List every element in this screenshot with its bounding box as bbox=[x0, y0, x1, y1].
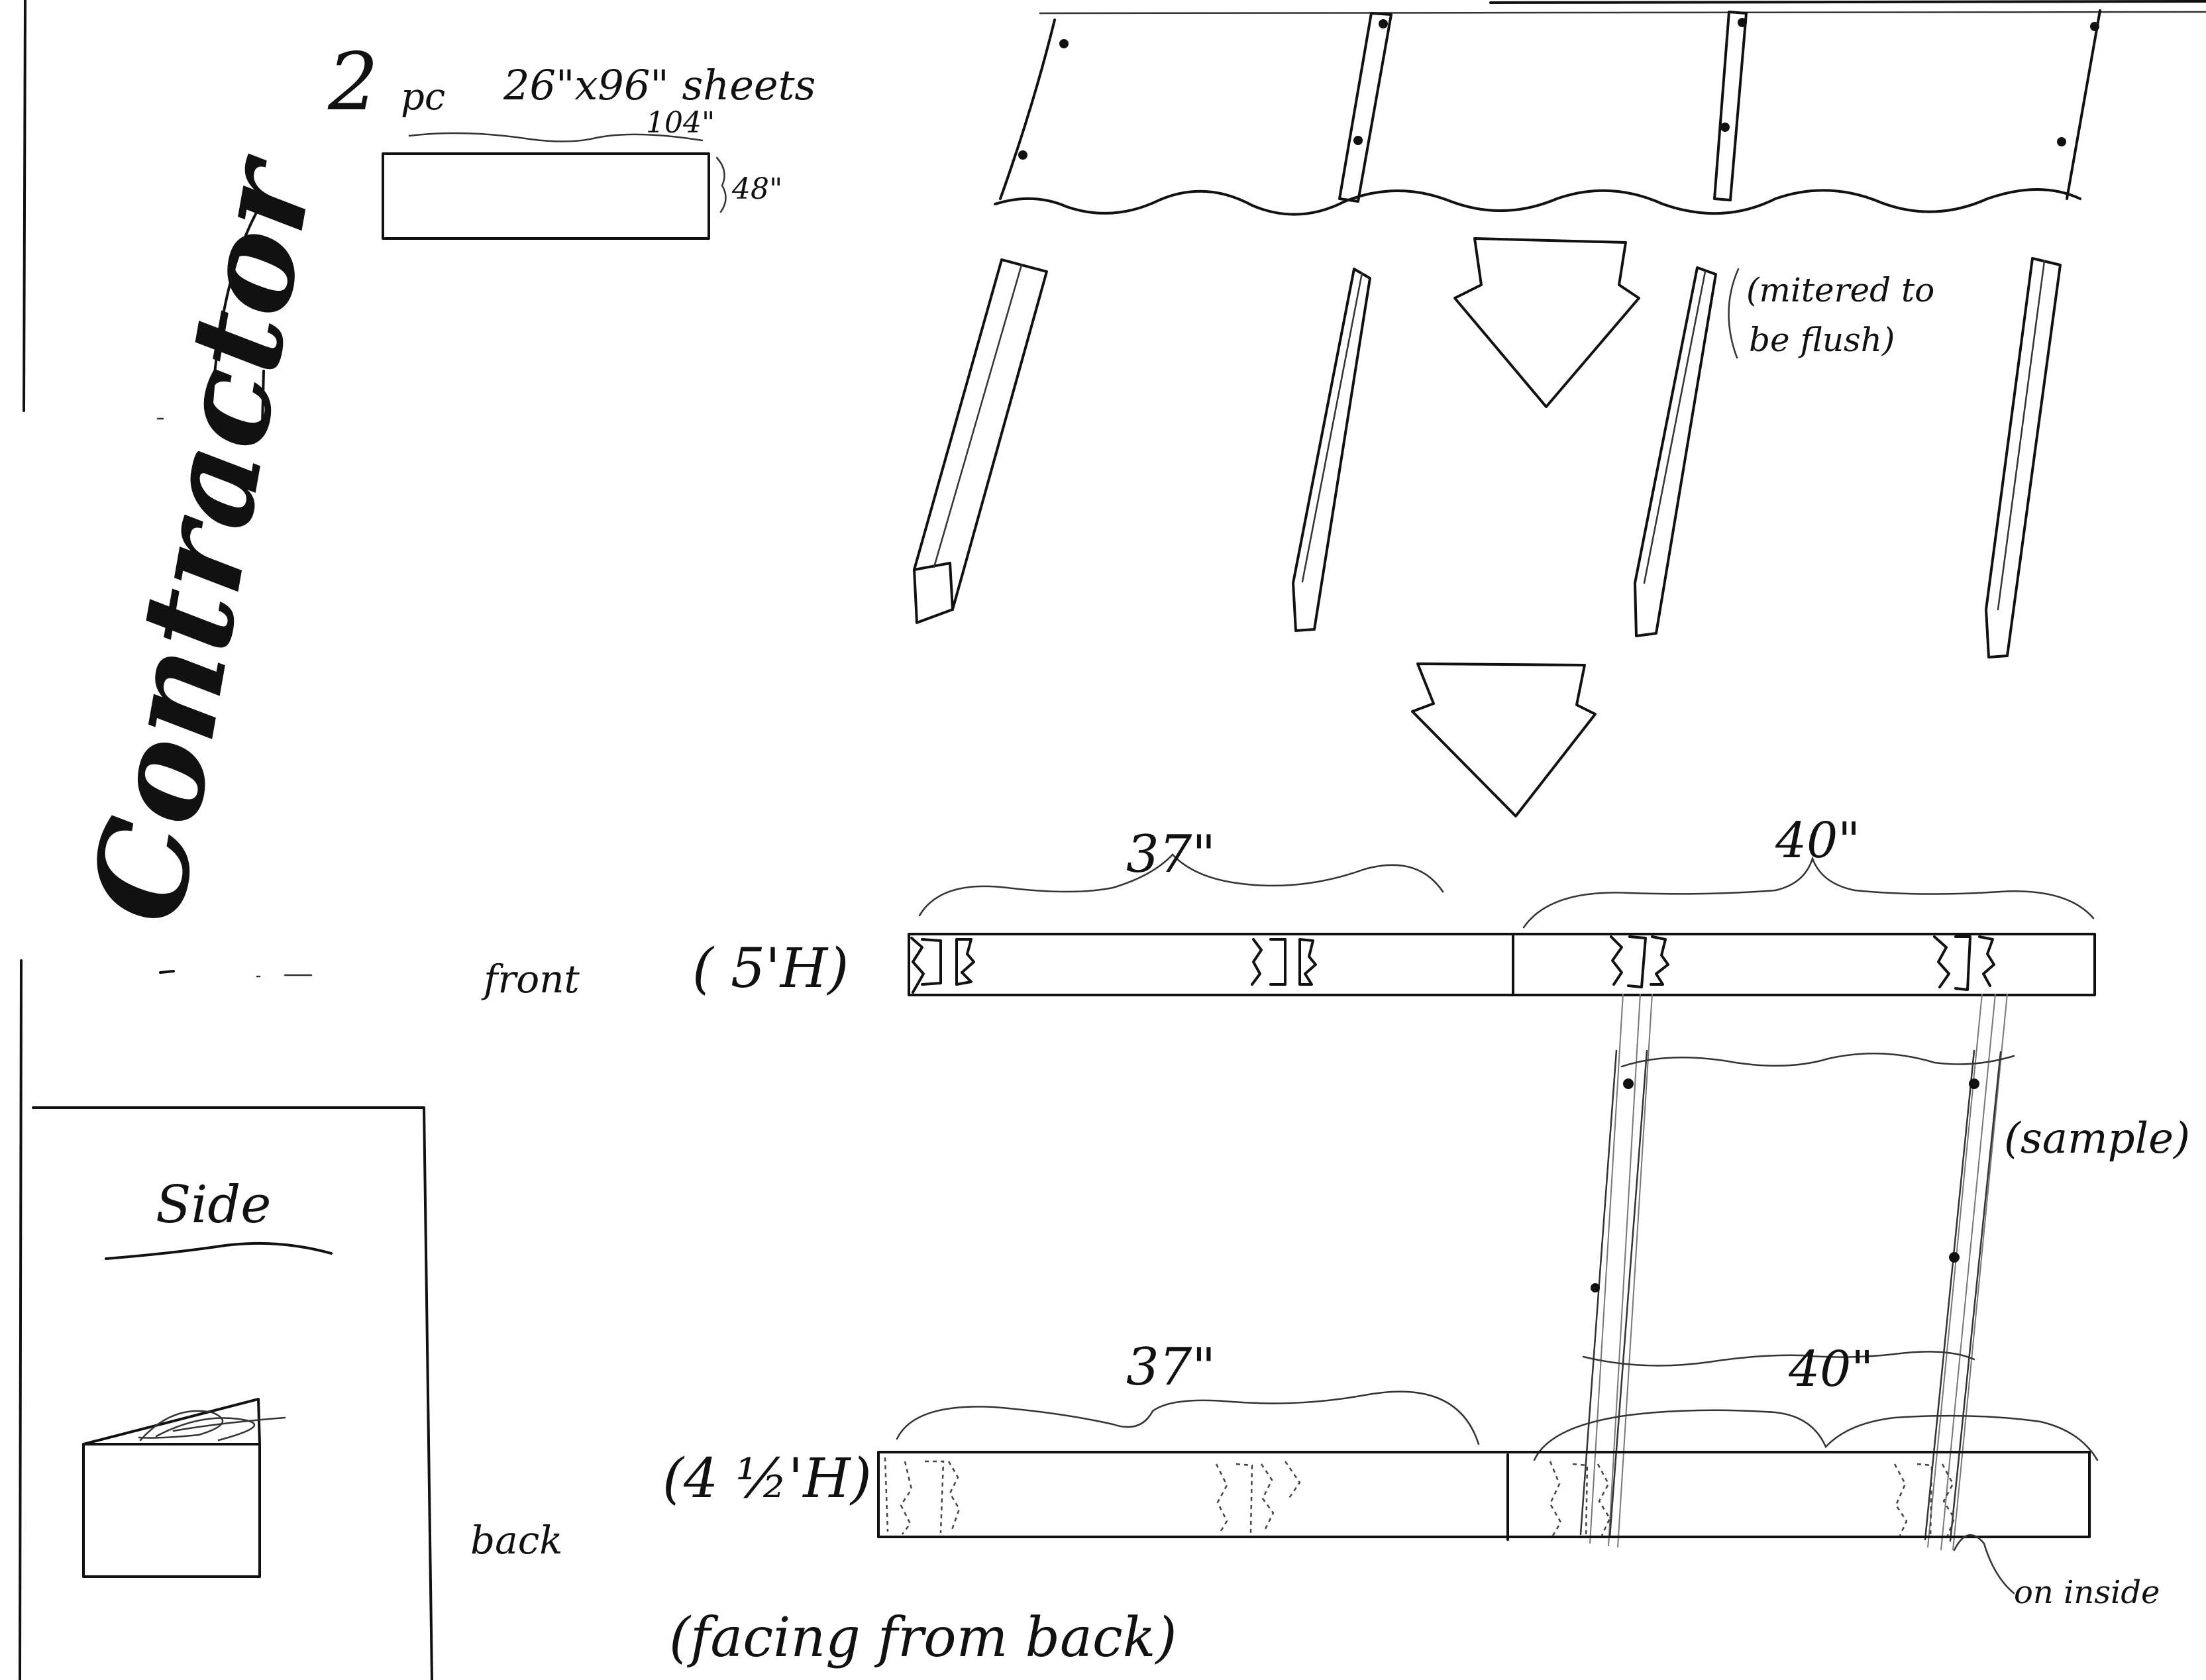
sheet-count: 2 bbox=[327, 36, 378, 129]
side-label: Side bbox=[156, 1175, 271, 1235]
sheet-sketch: 2 pc 26"x96" sheets 104" 48" bbox=[327, 36, 815, 240]
on-inside-text: on inside bbox=[2014, 1574, 2160, 1611]
stray-strokes bbox=[156, 205, 313, 978]
front-dim-left-brace bbox=[918, 853, 1444, 917]
front-height: ( 5'H) bbox=[692, 937, 849, 1000]
sheet-size: 26"x96" sheets bbox=[503, 61, 815, 109]
nail-hole bbox=[2057, 137, 2066, 146]
back-dim-left-brace bbox=[896, 1391, 1480, 1445]
nail-hole bbox=[1018, 150, 1027, 160]
on-inside-note: on inside bbox=[1953, 1534, 2160, 1611]
nail-hole bbox=[1353, 136, 1363, 145]
side-view: Side bbox=[32, 1106, 433, 1680]
front-dim-left: 37" bbox=[1126, 825, 1216, 884]
back-dim-right: 40" bbox=[1788, 1341, 1873, 1398]
mitered-note: (mitered to be flush) bbox=[1728, 268, 1934, 359]
exploded-boards bbox=[913, 257, 2062, 658]
mitered-line1: (mitered to bbox=[1746, 271, 1934, 309]
sheet-length-dim: 104" bbox=[646, 106, 715, 140]
nail-hole bbox=[1591, 1283, 1600, 1292]
nail-hole bbox=[1738, 18, 1747, 27]
nail-hole bbox=[1379, 19, 1388, 28]
nail-hole bbox=[1623, 1078, 1634, 1089]
back-label: back bbox=[470, 1518, 562, 1563]
front-label: front bbox=[481, 957, 580, 1002]
back-beam bbox=[877, 1451, 2091, 1538]
front-dim-right: 40" bbox=[1775, 812, 1860, 869]
nail-hole bbox=[1059, 39, 1069, 48]
nail-hole bbox=[1969, 1078, 1979, 1089]
watermark-text: Contractor bbox=[63, 144, 343, 933]
watermark: Contractor bbox=[63, 144, 343, 933]
mitered-line2: be flush) bbox=[1749, 321, 1895, 359]
back-dim-right-brace bbox=[1533, 1409, 2099, 1461]
back-height: (4 ½'H) bbox=[662, 1447, 872, 1510]
nail-hole bbox=[2090, 22, 2099, 31]
sheet-rectangle bbox=[382, 152, 710, 240]
down-arrow-middle bbox=[1411, 662, 1597, 817]
back-elevation: back (4 ½'H) 37" 40" bbox=[470, 1338, 2099, 1563]
sheet-height-dim: 48" bbox=[731, 172, 782, 206]
nail-hole bbox=[1949, 1252, 1960, 1263]
facing-note: (facing from back) bbox=[669, 1606, 1177, 1669]
top-panel-strip bbox=[994, 9, 2101, 216]
front-beam bbox=[908, 933, 2096, 996]
front-elevation: front ( 5'H) 37" 40" bbox=[481, 812, 2096, 1002]
front-dim-right-brace bbox=[1522, 856, 2095, 929]
back-dim-left: 37" bbox=[1126, 1338, 1216, 1397]
nail-hole bbox=[1720, 123, 1730, 132]
side-box bbox=[82, 1443, 261, 1578]
sheet-unit: pc bbox=[401, 76, 445, 119]
down-arrow-top bbox=[1453, 237, 1640, 408]
sample-note: (sample) bbox=[2004, 1114, 2190, 1163]
sample-boards bbox=[1579, 993, 2015, 1551]
page-edge-lines bbox=[19, 0, 2206, 1680]
